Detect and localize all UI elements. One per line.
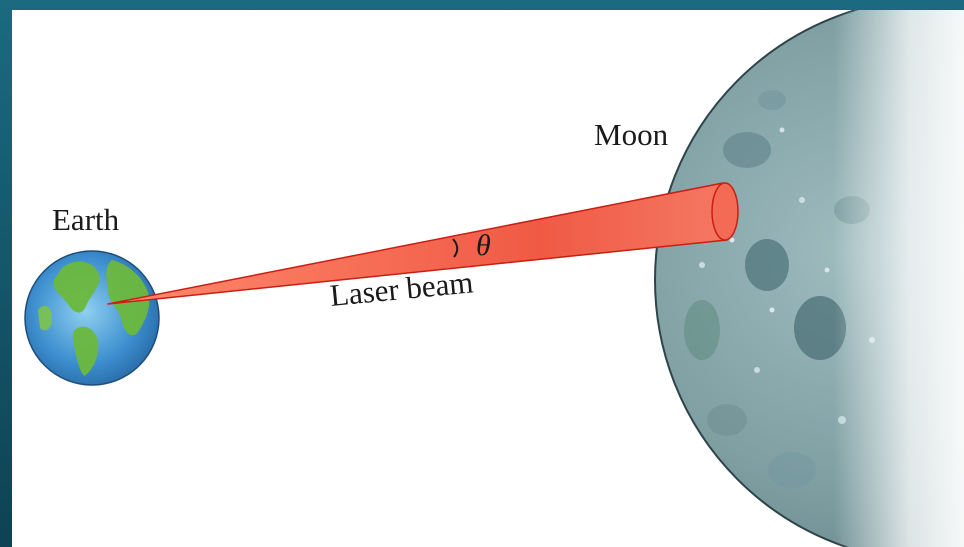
moon-craters: [652, 10, 964, 547]
angle-theta-label: θ: [476, 229, 491, 263]
moon-label: Moon: [594, 117, 668, 153]
earth-continent-west: [38, 306, 52, 331]
earth-label: Earth: [52, 202, 119, 238]
moon: [652, 10, 964, 547]
earth: [25, 251, 159, 385]
diagram-canvas: [12, 10, 964, 547]
laser-beam-spot: [712, 183, 738, 240]
diagram-panel: Earth Moon Laser beam θ: [12, 10, 964, 547]
